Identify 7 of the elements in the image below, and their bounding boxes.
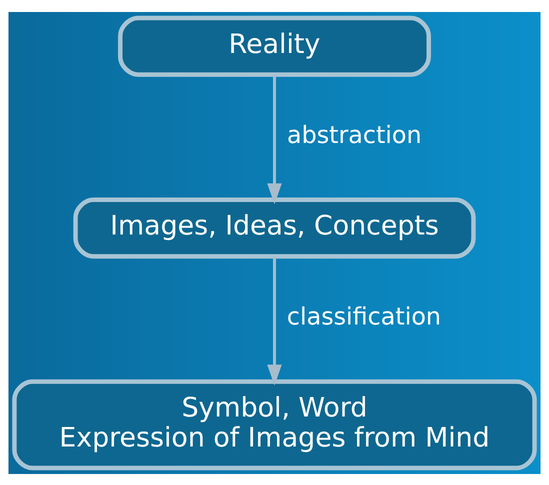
edge-label: abstraction — [286, 120, 422, 148]
arrow — [267, 74, 282, 204]
edge-label: classification — [286, 302, 442, 330]
node-box: Reality — [118, 15, 431, 76]
node-box: Images, Ideas, Concepts — [73, 197, 476, 258]
node-box: Symbol, Word Expression of Images from Mind — [12, 378, 537, 470]
arrow — [267, 256, 282, 385]
